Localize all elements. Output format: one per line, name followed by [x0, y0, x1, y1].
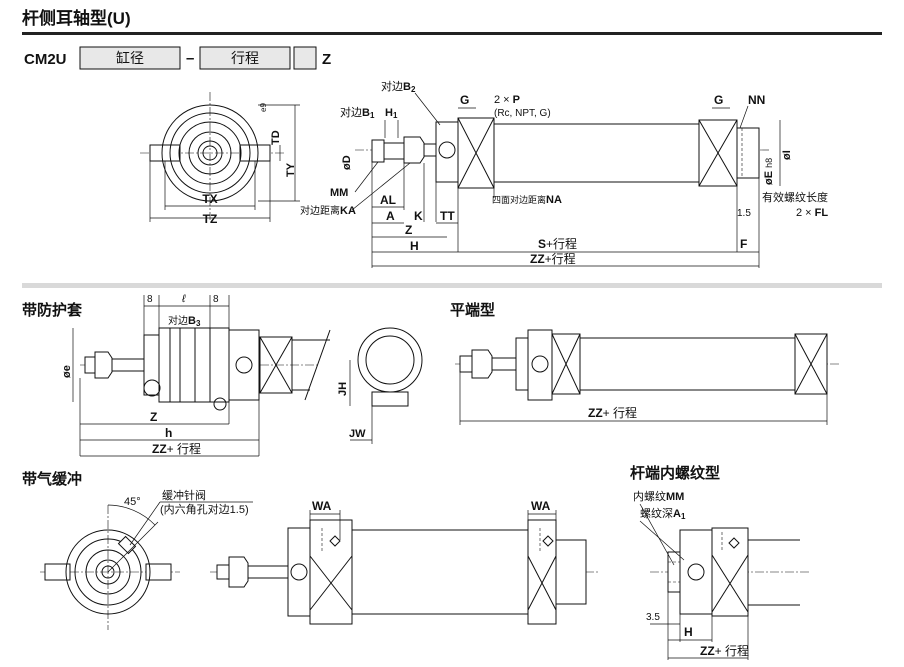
bore-field [79, 46, 181, 70]
label-phi-l: øI [781, 150, 793, 160]
section-divider [22, 283, 882, 288]
dim-flat-zz: ZZ+ 行程 [588, 405, 637, 420]
label-h1: H1 [385, 107, 398, 120]
label-g-right: G [714, 93, 723, 107]
main-end-view: TX TZ TD TY e9 [140, 92, 300, 226]
dim-ty: TY [285, 162, 297, 177]
label-nn: NN [748, 93, 765, 107]
dim-boot-z: Z [150, 410, 157, 424]
label-across-b3: 对边B3 [168, 314, 201, 328]
dim-female-3-5: 3.5 [646, 612, 660, 623]
female-side-view: 内螺纹MM 螺纹深A1 3.5 H ZZ+ 行程 [633, 489, 810, 660]
dim-z: Z [405, 223, 412, 237]
heading-boot: 带防护套 [22, 301, 83, 319]
label-needle-valve: 缓冲针阀 [162, 488, 206, 502]
label-na: 四面对边距离NA [492, 194, 562, 206]
dim-boot-8-right: 8 [213, 294, 219, 305]
boot-side-view: 8 ℓ 8 对边B3 øe Z h ZZ+ 行程 [61, 293, 331, 457]
stroke-field-label: 行程 [231, 50, 259, 66]
page-title: 杆侧耳轴型(U) [22, 8, 131, 28]
heading-cushion: 带气缓冲 [22, 470, 82, 488]
dim-boot-zz: ZZ+ 行程 [152, 441, 201, 456]
dim-k: K [414, 209, 423, 223]
title-rule [22, 32, 882, 35]
dim-h: H [410, 239, 419, 253]
dim-jh: JH [337, 382, 349, 396]
dim-f: F [740, 237, 747, 251]
dim-boot-8-left: 8 [147, 294, 153, 305]
label-1-5: 1.5 [737, 208, 751, 219]
label-across-b2: 对边B2 [381, 79, 416, 94]
dim-tz: TZ [203, 212, 218, 226]
main-side-view: 对边B2 对边B1 H1 G 2 × P (Rc, NPT, G) G NN ø… [300, 79, 828, 268]
stroke-field [199, 46, 291, 70]
model-prefix: CM2U [24, 51, 67, 68]
label-phi-d: øD [341, 155, 353, 170]
dim-jw: JW [349, 428, 366, 440]
dim-al: AL [380, 193, 396, 207]
flat-side-view: ZZ+ 行程 [455, 329, 840, 425]
dim-zz-stroke: ZZ+行程 [530, 251, 576, 266]
dim-te-tolerance: e9 [259, 103, 268, 112]
label-45-deg: 45° [124, 496, 141, 508]
dim-tx: TX [202, 192, 217, 206]
dim-boot-phi-e: øe [61, 365, 73, 378]
boot-end-view: JH JW [337, 327, 423, 444]
label-hex-socket: (内六角孔对边1.5) [160, 502, 249, 516]
dim-td: TD [270, 130, 282, 145]
label-thread-length: 有效螺纹长度 [762, 190, 828, 204]
heading-female: 杆端内螺纹型 [630, 464, 720, 482]
label-fl: 2 × FL [796, 207, 828, 219]
dim-s-stroke: S+行程 [538, 236, 577, 251]
option-field [293, 46, 317, 70]
label-port-p: 2 × P [494, 94, 520, 106]
label-mm: MM [330, 187, 348, 199]
label-female-a1: 螺纹深A1 [640, 506, 686, 521]
label-g-left: G [460, 93, 469, 107]
label-port-thread: (Rc, NPT, G) [494, 108, 551, 119]
dim-tt: TT [440, 209, 455, 223]
label-female-mm: 内螺纹MM [633, 489, 684, 503]
cushion-end-view: 45° 缓冲针阀 (内六角孔对边1.5) [40, 488, 253, 630]
label-phi-e: øEh8 [763, 158, 775, 185]
heading-flat: 平端型 [450, 301, 495, 319]
dim-wa-right: WA [531, 499, 551, 513]
label-across-b1: 对边B1 [340, 105, 375, 120]
model-code: CM2U 缸径 – 行程 Z [24, 46, 331, 70]
dim-boot-h: h [165, 426, 172, 440]
dim-wa-left: WA [312, 499, 332, 513]
dim-female-h: H [684, 625, 693, 639]
dim-female-zz: ZZ+ 行程 [700, 643, 749, 658]
model-suffix: Z [322, 51, 331, 68]
dim-a: A [386, 209, 395, 223]
bore-field-label: 缸径 [116, 50, 144, 66]
model-dash: – [186, 50, 194, 67]
dim-boot-l: ℓ [181, 293, 186, 305]
cushion-side-view: WA WA [210, 499, 600, 625]
label-across-ka: 对边距离KA [300, 204, 356, 217]
